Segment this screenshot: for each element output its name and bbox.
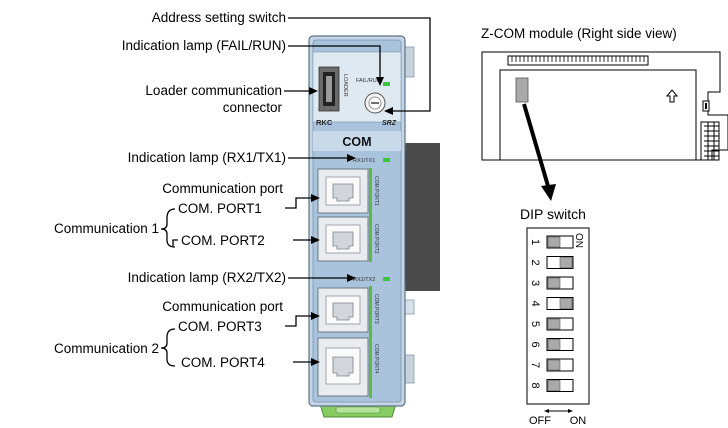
- dip-on-label: ON: [573, 233, 584, 248]
- dip-switch-number: 2: [529, 260, 541, 266]
- label-comm-port-a: Communication port: [162, 181, 283, 196]
- port4-text: COM.PORT4: [373, 344, 379, 374]
- dip-switch-knob: [547, 236, 561, 248]
- dip-switch-row: 6: [529, 338, 574, 351]
- dip-switch-knob: [547, 277, 561, 289]
- arrow-port1: [311, 194, 320, 202]
- arrow-rx2tx2: [347, 274, 356, 282]
- off-text: OFF: [529, 415, 551, 427]
- label-loader-2: connector: [222, 100, 282, 115]
- dip-switch-knob: [547, 380, 561, 391]
- port2-hook: [172, 239, 178, 246]
- address-switch-line: [288, 17, 431, 112]
- dip-switch-row: 1: [529, 235, 574, 249]
- label-communication1: Communication 1: [53, 221, 159, 236]
- label-comm-port-b: Communication port: [162, 299, 283, 314]
- port-com4: [317, 337, 369, 397]
- dip-pointer-line: [522, 103, 550, 187]
- label-com-port1: COM. PORT1: [178, 201, 262, 216]
- brace-comm1: [160, 208, 176, 248]
- arrow-port3: [311, 312, 320, 320]
- loader-text: LOADER: [342, 74, 348, 97]
- dip-switch-number: 5: [529, 321, 541, 327]
- side-connector: [700, 121, 720, 161]
- top-connector-pins: [511, 56, 645, 62]
- com-title: COM: [342, 135, 371, 149]
- dip-switch-knob: [547, 318, 561, 330]
- arrow-port2: [311, 236, 320, 244]
- label-com-port2: COM. PORT2: [181, 233, 265, 248]
- on-text: ON: [570, 415, 587, 427]
- port2-text: COM.PORT2: [373, 224, 379, 254]
- label-rx2tx2: Indication lamp (RX2/TX2): [127, 270, 286, 285]
- port-com1: [317, 168, 369, 214]
- port-com2: [317, 216, 369, 262]
- brace-comm2: [160, 328, 176, 367]
- up-arrow-icon: [665, 89, 679, 103]
- model-text: SRZ: [382, 120, 397, 127]
- dip-switch-row: 7: [529, 358, 574, 372]
- port1-text: COM.PORT1: [373, 176, 379, 206]
- dip-switch-number: 4: [529, 301, 541, 307]
- arrow-port4: [311, 358, 320, 366]
- label-com-port4: COM. PORT4: [181, 355, 265, 370]
- dip-switch-number: 3: [529, 280, 541, 286]
- dip-component: [515, 77, 529, 103]
- dip-switch-row: 8: [529, 379, 574, 392]
- fail-run-text: FAIL/RUN: [356, 78, 381, 84]
- brand-text: RKC: [316, 118, 333, 127]
- rx1tx1-text: RX1/TX1: [353, 158, 375, 164]
- label-fail-run: Indication lamp (FAIL/RUN): [121, 38, 286, 53]
- dip-switch-knob: [559, 257, 573, 268]
- dip-switch-number: 7: [529, 362, 541, 368]
- label-com-port3: COM. PORT3: [178, 319, 262, 334]
- rx2tx2-text: RX2/TX2: [353, 277, 375, 283]
- dip-switch-number: 6: [529, 342, 541, 348]
- callout-arrows: [309, 77, 393, 366]
- dip-switch-row: 2: [529, 256, 574, 269]
- port3-text: COM.PORT3: [373, 294, 379, 324]
- label-communication2: Communication 2: [53, 341, 159, 356]
- port3-line: [285, 315, 316, 327]
- arrow-fail-run: [376, 77, 384, 86]
- label-rx1tx1: Indication lamp (RX1/TX1): [127, 150, 286, 165]
- dip-switch-row: 5: [529, 317, 574, 331]
- callout-lines: [172, 17, 431, 327]
- dip-switch-knob: [547, 339, 561, 350]
- arrow-address: [384, 107, 393, 115]
- label-address-switch: Address setting switch: [151, 10, 286, 25]
- dip-switch-number: 8: [529, 383, 541, 389]
- dip-switch-row: 3: [529, 276, 574, 290]
- arrow-rx1tx1: [347, 154, 356, 162]
- port-com3: [317, 287, 369, 333]
- dip-pointer-arrow: [541, 184, 556, 201]
- port1-line: [285, 197, 316, 209]
- dip-switch-title: DIP switch: [520, 206, 586, 222]
- dip-rows: 1 2 3 4 5 6 7 8: [529, 235, 574, 392]
- arrow-loader: [309, 87, 318, 95]
- off-on-axis: [544, 409, 573, 413]
- side-view-title: Z-COM module (Right side view): [481, 26, 677, 41]
- dip-switch-detail: ON: [526, 227, 590, 405]
- label-loader-1: Loader communication: [145, 83, 282, 98]
- dip-switch-number: 1: [529, 239, 541, 245]
- dip-switch-row: 4: [529, 297, 574, 310]
- dip-switch-knob: [547, 359, 561, 371]
- fail-run-line: [288, 45, 381, 80]
- dip-switch-knob: [559, 298, 573, 309]
- side-view: [481, 51, 728, 201]
